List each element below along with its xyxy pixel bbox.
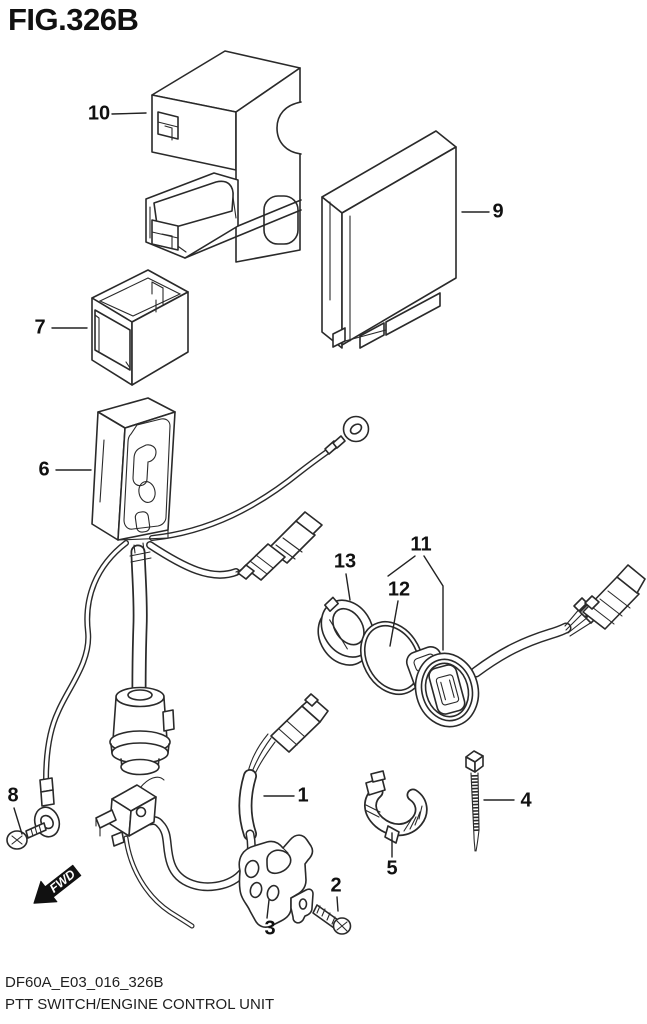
part-8-bolt-drawing bbox=[6, 822, 47, 850]
callout-3: 3 bbox=[264, 917, 276, 940]
callout-8: 8 bbox=[7, 784, 19, 807]
fwd-direction-arrow: FWD bbox=[33, 864, 82, 904]
callout-9: 9 bbox=[492, 200, 504, 223]
callout-12: 12 bbox=[387, 578, 411, 601]
part-6-switch-box-drawing bbox=[33, 397, 370, 838]
part-13-bezel-drawing bbox=[317, 596, 375, 666]
callout-7: 7 bbox=[34, 316, 46, 339]
part-5-clamp-drawing bbox=[364, 770, 428, 844]
fwd-arrow-shape bbox=[33, 864, 82, 904]
part-3-bracket-drawing bbox=[238, 834, 314, 928]
callout-2: 2 bbox=[330, 874, 342, 897]
footer-drawing-code: DF60A_E03_016_326B bbox=[5, 974, 164, 991]
part-9-ecu-drawing bbox=[321, 130, 457, 349]
callout-11: 11 bbox=[410, 533, 432, 556]
part-4-cable-tie-drawing bbox=[465, 750, 484, 852]
callout-5: 5 bbox=[386, 857, 398, 880]
footer-drawing-caption: PTT SWITCH/ENGINE CONTROL UNIT bbox=[5, 996, 275, 1013]
part-2-screw-drawing bbox=[312, 904, 352, 935]
callout-13: 13 bbox=[333, 550, 357, 573]
figure-title: FIG.326B bbox=[8, 2, 139, 37]
callout-1: 1 bbox=[297, 784, 309, 807]
callout-10: 10 bbox=[87, 102, 111, 125]
part-7-cap-drawing bbox=[91, 269, 189, 386]
callout-6: 6 bbox=[38, 458, 50, 481]
callout-leader-lines bbox=[13, 112, 515, 919]
callout-4: 4 bbox=[520, 789, 532, 812]
part-11-ptt-switch-drawing bbox=[405, 564, 646, 728]
part-10-cover-drawing bbox=[145, 50, 302, 263]
part-1-lead-wire-drawing bbox=[95, 693, 329, 929]
part-12-oring-drawing bbox=[359, 620, 425, 696]
